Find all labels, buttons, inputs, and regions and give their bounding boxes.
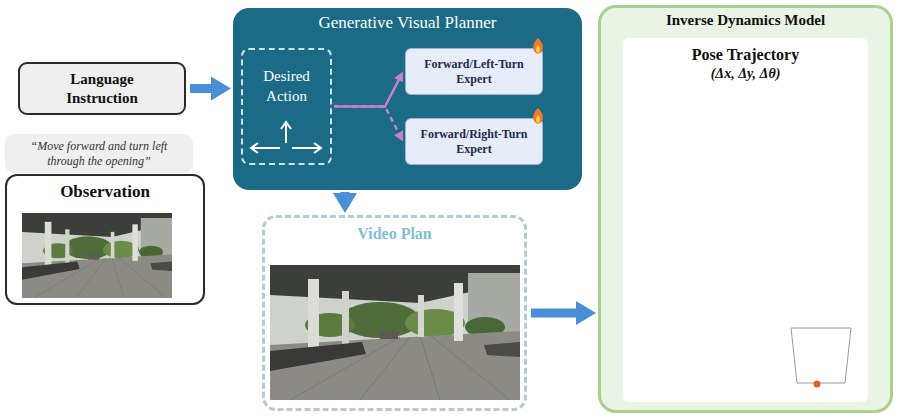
video-plan-panel: Video Plan (262, 215, 527, 411)
flow-arrow (531, 309, 580, 318)
flow-arrow (190, 84, 215, 93)
node-title: “Move forward and turn left through the … (5, 139, 193, 168)
input-box: Language Instruction (18, 62, 186, 115)
action-arrows-icon (251, 122, 321, 153)
flame-icon (533, 108, 543, 124)
node-title: Forward/Left-Turn Expert (412, 57, 536, 87)
dynamics-panel: Inverse Dynamics ModelPose Trajectory (Δx… (598, 5, 893, 413)
node-title: Pose Trajectory (692, 46, 799, 64)
routing-arrow (334, 107, 399, 135)
routing-arrow (334, 79, 399, 107)
trajectory-panel: Pose Trajectory (Δx, Δy, Δθ) (623, 38, 868, 402)
node-title: Inverse Dynamics Model (666, 12, 825, 29)
planner-panel: Generative Visual PlannerDesired ActionF… (233, 8, 582, 190)
input-box: Observation (5, 174, 205, 305)
instruction-quote: “Move forward and turn left through the … (5, 134, 193, 173)
expert-box: Forward/Right-Turn Expert (405, 118, 543, 165)
node-title: Observation (60, 182, 150, 202)
node-title: Desired Action (252, 66, 322, 107)
node-title: Generative Visual Planner (318, 13, 496, 33)
observation-photo (22, 213, 172, 298)
node-title: Video Plan (357, 225, 432, 243)
flame-icon (533, 38, 543, 54)
node-title: Language Instruction (46, 70, 158, 108)
pose-thumbnail (791, 328, 851, 383)
pose-dot (814, 381, 821, 388)
thumbnail-outline (791, 328, 851, 383)
flow-arrow (341, 192, 350, 197)
video-frame (270, 265, 520, 400)
action-box: Desired Action (241, 48, 332, 165)
node-title: Forward/Right-Turn Expert (412, 127, 536, 157)
node-subtitle: (Δx, Δy, Δθ) (711, 66, 781, 82)
expert-box: Forward/Left-Turn Expert (405, 48, 543, 95)
